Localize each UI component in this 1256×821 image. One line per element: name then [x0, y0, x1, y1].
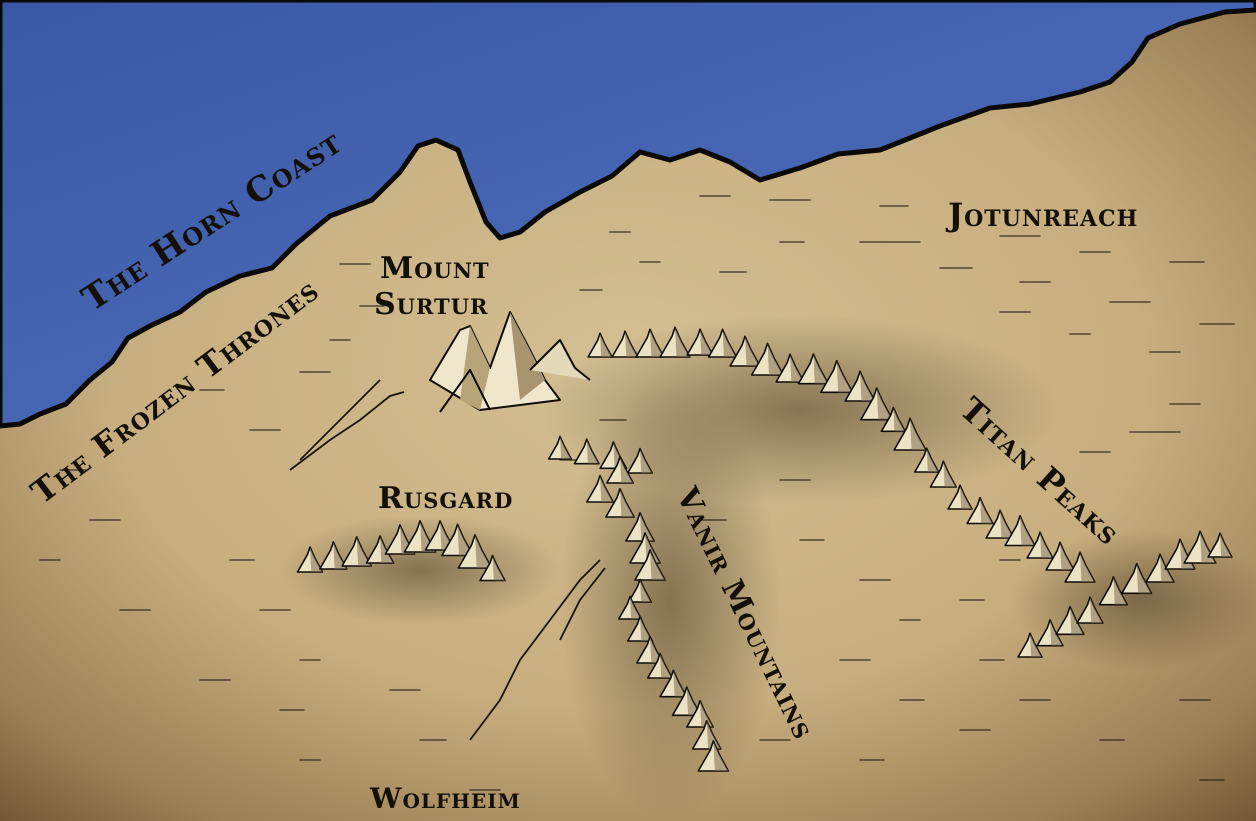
mountain-shadow — [1020, 515, 1035, 546]
mountain-shadow — [613, 441, 627, 469]
titan-peaks-range — [587, 326, 1096, 583]
mountain-shadow — [1160, 554, 1174, 582]
mountain-shadow — [650, 329, 664, 357]
mountain-shadow — [876, 388, 893, 420]
mountain-shadow — [560, 436, 572, 459]
mountain-shadow — [1220, 533, 1232, 557]
mountain-shadow — [333, 541, 347, 569]
mountain-shadow — [310, 547, 323, 572]
mountain-shadow — [620, 456, 634, 483]
mountain-shadow — [640, 579, 652, 602]
mountain-shadow — [640, 512, 655, 541]
mountain-shadow — [620, 488, 635, 517]
mountain-shadow — [767, 343, 784, 375]
mountain-shadow — [630, 596, 642, 619]
mountain-shadow — [926, 448, 939, 472]
mountain-shadow — [893, 407, 906, 432]
mountain-shadow — [713, 740, 729, 771]
mountain-shadow — [1060, 542, 1074, 570]
mountain-shadow — [420, 520, 436, 552]
label-surtur: Surtur — [374, 287, 488, 322]
mountain-shadow — [836, 360, 853, 393]
mountain-shadow — [1113, 576, 1128, 605]
mountain-shadow — [600, 333, 612, 357]
mountain-shadow — [1050, 619, 1063, 646]
mountain-shadow — [440, 520, 455, 550]
mountain-shadow — [1040, 532, 1053, 558]
rusgard-shadow — [280, 515, 560, 625]
mountain-shadow — [960, 485, 972, 509]
vanir-mountains-range — [547, 435, 730, 772]
mount-surtur-peaks — [429, 311, 591, 413]
mountain-shadow — [475, 534, 492, 568]
mountain-shadow — [1030, 633, 1042, 657]
label-mount: Mount — [380, 251, 490, 286]
mountain-shadow — [1090, 597, 1103, 623]
mountain-shadow — [686, 687, 701, 716]
mountain-shadow — [813, 353, 829, 384]
mountain-shadow — [1136, 563, 1152, 594]
mountain-shadow — [700, 700, 714, 727]
mountain-shadow — [640, 448, 653, 473]
mountain-shadow — [980, 497, 993, 524]
mountain-shadow — [700, 329, 713, 355]
mountain-shadow — [650, 636, 664, 663]
mountain-shadow — [673, 670, 687, 697]
mountain-shadow — [650, 549, 666, 580]
label-jotunreach: Jotunreach — [945, 196, 1138, 234]
mountain-shadow — [457, 524, 474, 556]
mountain-shadow — [492, 555, 505, 581]
mountain-shadow — [1180, 539, 1195, 569]
mountain-shadow — [745, 336, 760, 366]
mountain-shadow — [400, 524, 415, 554]
mountain-shadow — [1080, 552, 1095, 582]
mountain-shadow — [356, 536, 372, 566]
mountain-shadow — [860, 371, 875, 401]
label-rusgard: Rusgard — [378, 481, 513, 516]
label-wolfheim: Wolfheim — [369, 782, 521, 815]
mountain-shadow — [910, 418, 926, 450]
mountain-shadow — [1200, 531, 1216, 563]
mountain-shadow — [790, 354, 804, 382]
mountain-shadow — [722, 329, 737, 357]
mountain-shadow — [586, 439, 599, 464]
mountain-shadow — [1000, 510, 1014, 538]
mountain-shadow — [943, 461, 957, 487]
sea — [0, 0, 1256, 429]
rusgard-range — [296, 520, 506, 582]
mountain-shadow — [625, 331, 638, 357]
mountain-shadow — [600, 475, 614, 502]
mountain-shadow — [640, 616, 653, 641]
vanir-shadow — [560, 380, 780, 820]
east-range — [1017, 530, 1233, 658]
terrain-hatching — [39, 195, 1235, 791]
mountain-shadow — [675, 327, 690, 357]
mountain-shadow — [1070, 606, 1084, 635]
ridge-lines — [289, 379, 606, 741]
mountain-shadow — [660, 653, 673, 678]
mountain-shadow — [380, 535, 394, 563]
mountain-shadow — [706, 720, 721, 749]
